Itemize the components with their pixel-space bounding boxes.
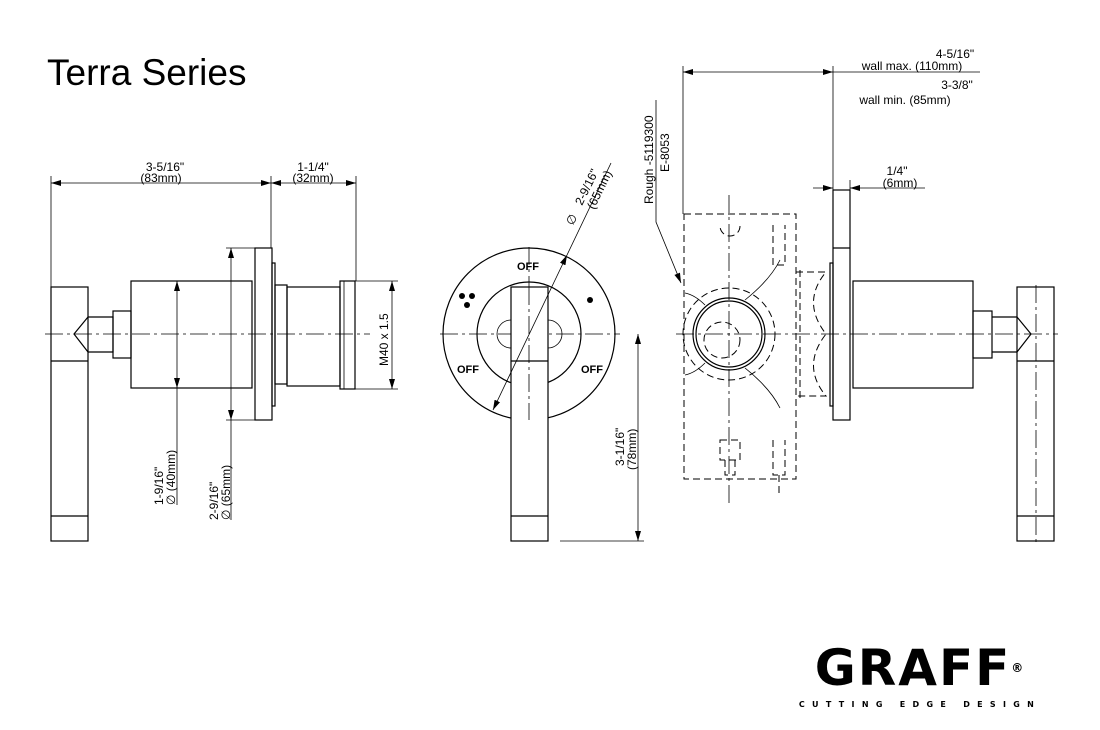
registered-mark: ® [1011,661,1026,675]
off-label-left: OFF [457,364,479,376]
flange-diameter-dim: 2-9/16" [207,482,221,520]
install-view: 4-5/16" wall max. (110mm) 3-3/8" wall mi… [642,47,1058,545]
page-title: Terra Series [47,52,247,93]
wall-max-dim: 4-5/16" [936,47,974,61]
graff-logo: GRAFF® CUTTING EDGE DESIGN [790,642,1050,709]
overall-length-dim: 3-5/16" [146,160,184,174]
logo-tagline: CUTTING EDGE DESIGN [798,700,1042,709]
logo-name: GRAFF [814,639,1012,697]
off-label-right: OFF [581,364,603,376]
wall-min-dim: 3-3/8" [941,78,973,92]
body-diameter-mm: ∅ (40mm) [164,450,178,505]
flange-thickness-mm: (6mm) [883,176,918,190]
diameter-symbol: ∅ [563,212,580,228]
side-view: 3-5/16" (83mm) 1-1/4" (32mm) 1-9/16" ∅ (… [45,160,398,542]
handle-length-mm: (78mm) [625,429,639,470]
flange-thickness-dim: 1/4" [887,164,908,178]
off-label-top: OFF [517,261,539,273]
rough-code: E-8053 [658,133,672,172]
wall-max-mm: wall max. (110mm) [861,59,962,73]
front-view: OFF OFF OFF ∅ 2-9/16" (65mm) 3-1/16" (78… [440,162,644,542]
flange-diameter-mm: ∅ (65mm) [219,465,233,520]
body-diameter-dim: 1-9/16" [152,467,166,505]
wall-min-mm: wall min. (85mm) [858,93,950,107]
rough-depth-mm: (32mm) [292,171,333,185]
rough-part-number: Rough -5119300 [642,115,656,204]
rough-depth-dim: 1-1/4" [297,160,329,174]
overall-length-mm: (83mm) [140,171,181,185]
handle-length-dim: 3-1/16" [613,428,627,466]
thread-spec: M40 x 1.5 [377,313,391,366]
